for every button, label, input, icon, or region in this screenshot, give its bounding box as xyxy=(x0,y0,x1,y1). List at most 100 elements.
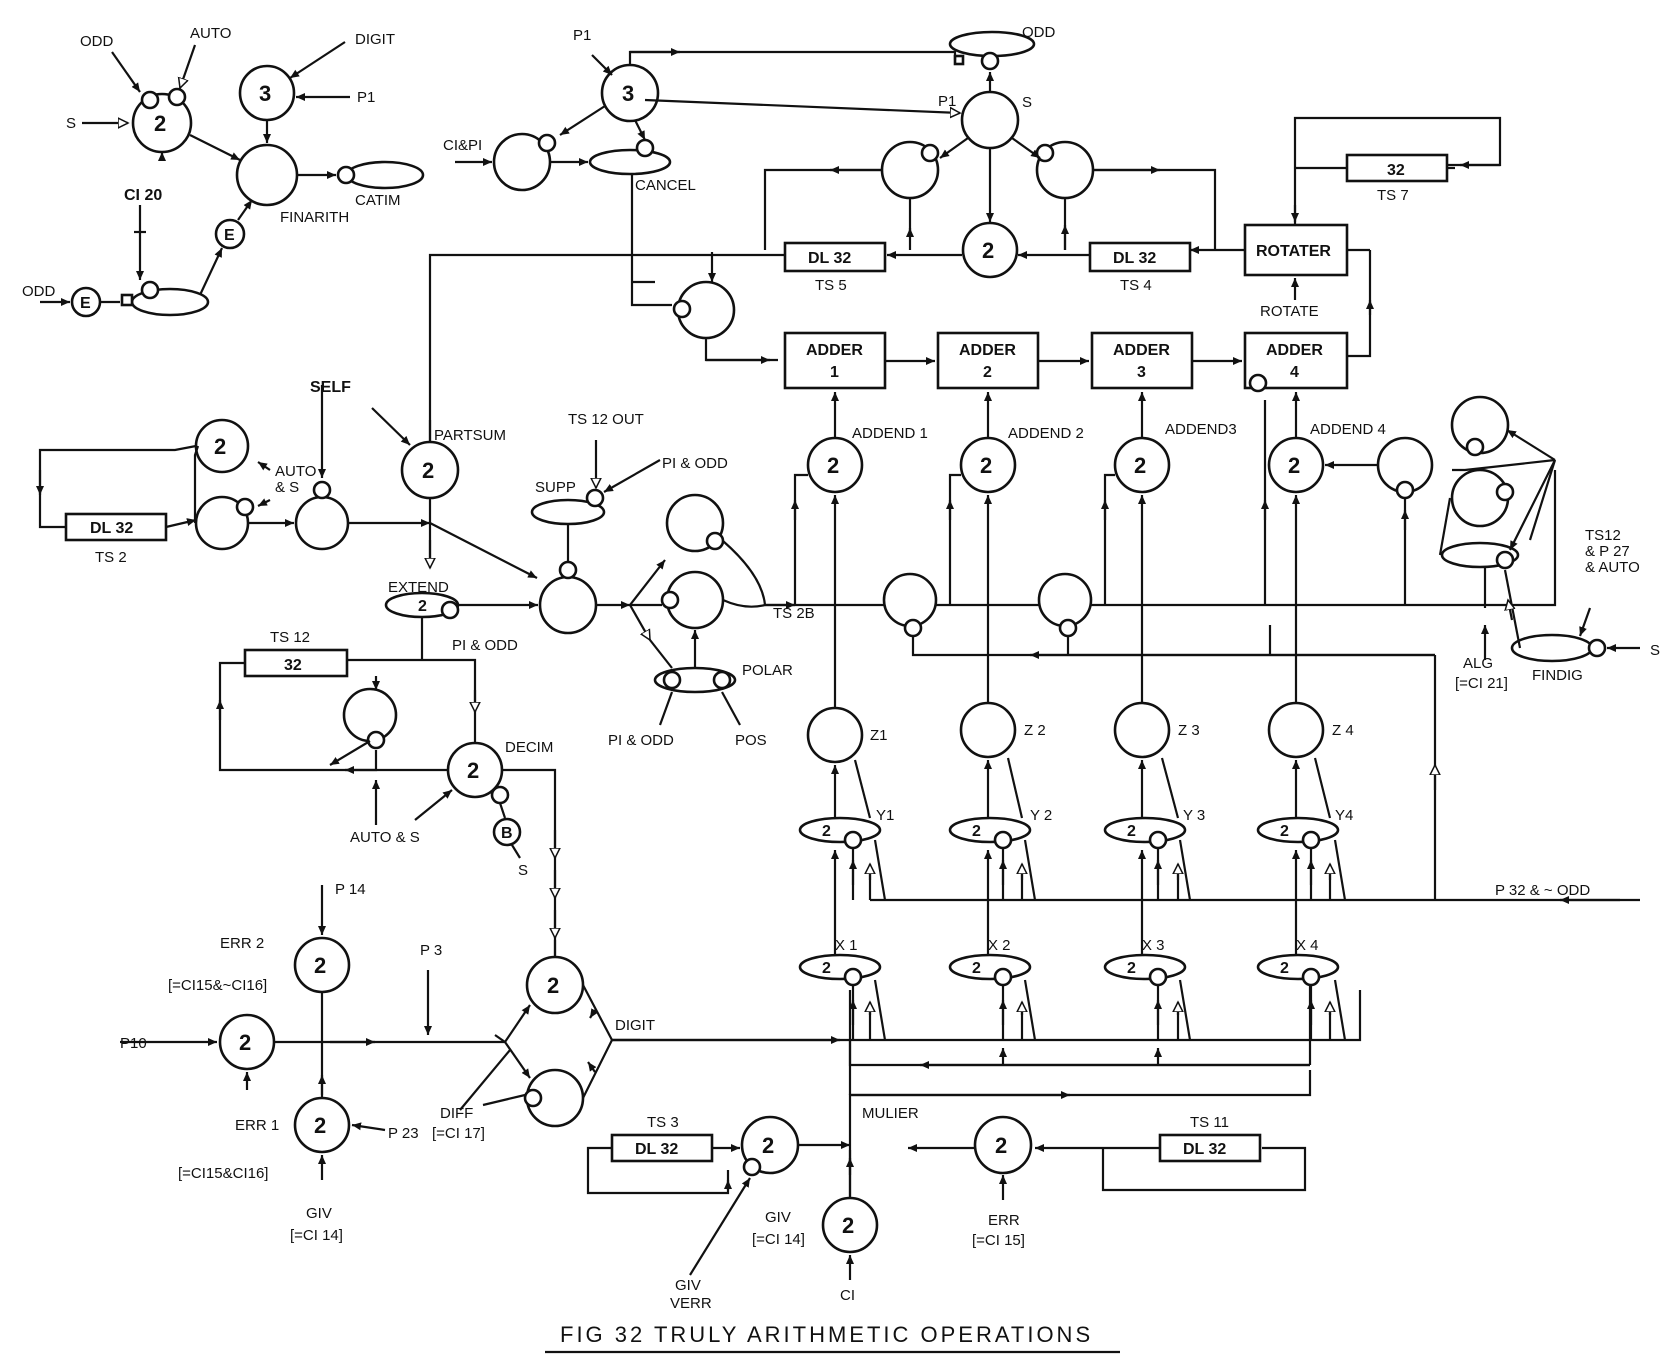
node-label: 2 xyxy=(822,823,831,840)
label-err2-eq: [=CI15&~CI16] xyxy=(168,977,267,994)
register-marker xyxy=(953,54,965,66)
inhibit-marker xyxy=(336,165,356,185)
adder-3 xyxy=(1090,331,1194,390)
label-s: S xyxy=(1022,94,1032,111)
node-s xyxy=(960,90,1020,150)
extend-supp-cluster: 2 EXTEND PI & ODD TS 12 OUT PI & ODD SUP… xyxy=(384,411,728,660)
label-auto: & AUTO xyxy=(1585,559,1640,576)
label-giv-eq: [=CI 14] xyxy=(752,1231,805,1248)
ts7-label: TS 7 xyxy=(1377,187,1409,204)
inhibit-marker xyxy=(235,497,255,517)
node-label: 2 xyxy=(980,453,992,478)
node-label: 2 xyxy=(314,953,326,978)
inhibit-marker xyxy=(523,1088,543,1108)
label-auto: AUTO xyxy=(275,463,316,480)
label-polar: POLAR xyxy=(742,662,793,679)
label-z4: Z 4 xyxy=(1332,722,1354,739)
node-2-center xyxy=(961,221,1019,279)
adder-3-label: ADDER xyxy=(1113,342,1170,359)
label-alg: ALG xyxy=(1463,655,1493,672)
adders: ADDER 1 ADDER 2 ADDER 3 ADDER 4 2 2 2 2 … xyxy=(783,331,1386,494)
label-digit: DIGIT xyxy=(615,1017,655,1034)
ts11-label: TS 11 xyxy=(1190,1114,1229,1131)
inhibit-marker xyxy=(993,967,1013,987)
node-label: 2 xyxy=(547,973,559,998)
node-label: 2 xyxy=(822,960,831,977)
label-err1: ERR 1 xyxy=(235,1117,279,1134)
inhibit-marker xyxy=(672,299,692,319)
label-p1-odd: PI & ODD xyxy=(452,637,518,654)
label-err: ERR xyxy=(988,1212,1020,1229)
label-p10: P10 xyxy=(120,1035,147,1052)
adder-4-num: 4 xyxy=(1290,364,1299,381)
label-p32-odd: P 32 & ~ ODD xyxy=(1495,882,1590,899)
adder-1 xyxy=(783,331,887,390)
node-chain-1 xyxy=(882,572,938,628)
label-ts12out: TS 12 OUT xyxy=(568,411,644,428)
adder-4-label: ADDER xyxy=(1266,342,1323,359)
label-diff: DIFF xyxy=(440,1105,473,1122)
inhibit-marker xyxy=(140,280,160,300)
x3-register xyxy=(1103,953,1187,981)
node-auto-s xyxy=(294,495,350,551)
label-supp: SUPP xyxy=(535,479,576,496)
label-z3: Z 3 xyxy=(1178,722,1200,739)
label-p1-odd: PI & ODD xyxy=(662,455,728,472)
node-label: 2 xyxy=(418,598,427,615)
label-finarith: FINARITH xyxy=(280,209,349,226)
mulier-cluster: DL 32 TS 3 2 2 2 DL 32 TS 11 GIV VERR GI… xyxy=(586,1114,1307,1312)
label-odd-e: ODD xyxy=(22,283,56,300)
node-label: 2 xyxy=(982,238,994,263)
node-z4 xyxy=(1267,701,1325,759)
inhibit-marker xyxy=(440,600,460,620)
node-e-upper xyxy=(214,218,246,250)
y2-register xyxy=(948,816,1032,844)
label-s: S xyxy=(1650,642,1660,659)
label-addend2: ADDEND 2 xyxy=(1008,425,1084,442)
rotate-label: ROTATE xyxy=(1260,303,1319,320)
label-addend3: ADDEND3 xyxy=(1165,421,1237,438)
label-x3: X 3 xyxy=(1142,937,1165,954)
inhibit-marker xyxy=(843,830,863,850)
label-ts12: TS12 xyxy=(1585,527,1621,544)
findig-register xyxy=(1510,633,1594,663)
label-ci21: [=CI 21] xyxy=(1455,675,1508,692)
inhibit-marker xyxy=(705,531,725,551)
cancel-cluster: 3 2 xyxy=(443,24,1217,364)
y3-register xyxy=(1103,816,1187,844)
inhibit-marker xyxy=(635,138,655,158)
rotater-label: ROTATER xyxy=(1256,243,1331,260)
label-err-eq: [=CI 15] xyxy=(972,1232,1025,1249)
node-label: 2 xyxy=(972,960,981,977)
inhibit-marker xyxy=(1495,482,1515,502)
node-label: B xyxy=(501,825,513,842)
node-err2 xyxy=(293,936,351,994)
label-x2: X 2 xyxy=(988,937,1011,954)
register-marker xyxy=(120,293,134,307)
inhibit-marker xyxy=(1148,967,1168,987)
partsum-cluster: 2 2 DL 32 TS 2 SELF PARTSUM AUTO & S xyxy=(36,379,538,579)
rotater-box xyxy=(1243,223,1349,277)
ts4-label: TS 4 xyxy=(1120,277,1152,294)
inhibit-marker xyxy=(742,1157,762,1177)
label-and-s: & S xyxy=(275,479,299,496)
node-label: 3 xyxy=(622,81,634,106)
label-ci-p1: CI&PI xyxy=(443,137,482,154)
inhibit-marker xyxy=(1587,638,1607,658)
inhibit-marker xyxy=(312,480,332,500)
label-ts28: TS 2B xyxy=(773,605,815,622)
dl32-ts2-label: DL 32 xyxy=(90,520,133,537)
node-label: 2 xyxy=(1288,453,1300,478)
ts2-label: TS 2 xyxy=(95,549,127,566)
inhibit-marker xyxy=(1465,437,1485,457)
label-cancel: CANCEL xyxy=(635,177,696,194)
inhibit-marker xyxy=(843,967,863,987)
dl32-ts11-label: DL 32 xyxy=(1183,1141,1226,1158)
digit-cluster: 2 2 2 2 P 14 ERR 2 [=CI15&~CI16] P 3 xyxy=(120,881,655,1244)
inhibit-marker xyxy=(1301,967,1321,987)
node-label: 2 xyxy=(1127,823,1136,840)
inhibit-marker xyxy=(167,87,187,107)
figure-caption: FIG 32 TRULY ARITHMETIC OPERATIONS xyxy=(560,1322,1093,1347)
